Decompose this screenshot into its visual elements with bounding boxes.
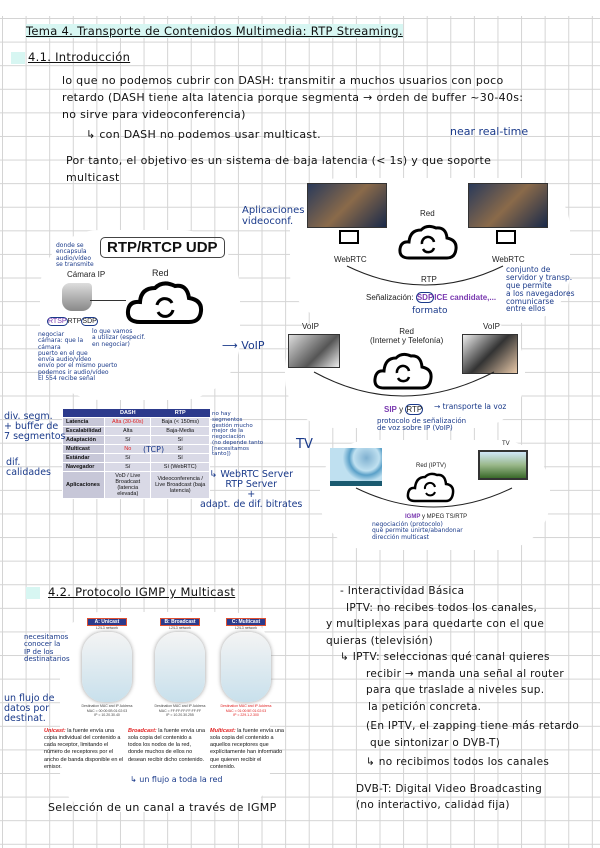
rtp-arc [346, 265, 504, 286]
cast-description: Broadcast: la fuente envía una sola copi… [128, 728, 206, 763]
formato-note: formato [412, 306, 448, 316]
voip-note: ⟶ VoIP [222, 339, 265, 352]
network-caption: L2/L3 network [169, 626, 191, 630]
videoconf-screenshot-left [307, 183, 387, 228]
cloud-sync-icon [125, 281, 204, 324]
iptv-network-label: Red (IPTV) [416, 463, 447, 469]
cast-card: B: Broadcast L2/L3 network Destination M… [147, 618, 213, 718]
line: multicast [66, 171, 120, 184]
intro-paragraph: lo que no podemos cubrir con DASH: trans… [62, 72, 523, 123]
section-title-4-1: 4.1. Introducción [28, 50, 131, 64]
tcp-note: (TCP) [143, 445, 165, 454]
cast-card: C: Multicast L2/L3 network Destination M… [213, 618, 279, 718]
rtp-udp-badge: RTP/RTCP UDP [100, 237, 225, 258]
voip-left-label: VoIP [302, 322, 319, 331]
quality-note: dif.calidades [6, 457, 51, 478]
cloud-sync-icon [406, 472, 455, 503]
voip-right-label: VoIP [483, 322, 500, 331]
line: no sirve para videoconferencia) [62, 108, 246, 121]
videoconf-screenshot-right [468, 183, 548, 228]
igmp-label: IGMP y MPEG TS/RTP [405, 514, 468, 520]
section-marker [26, 587, 40, 599]
iptv-notes: - Interactividad Básica IPTV: no recibes… [326, 585, 580, 811]
network-cloud [221, 632, 271, 702]
protocol-labels: RTSPRTPSDP [47, 317, 98, 326]
laptop-icon-left [339, 230, 359, 244]
rtp-voice-note: → transporte la voz [434, 402, 507, 411]
link-line [90, 300, 126, 301]
igmp-selection-text: Selección de un canal a través de IGMP [48, 801, 277, 814]
network-caption: L2/L3 network [235, 626, 257, 630]
network-cloud [155, 632, 205, 702]
iptv-arc [355, 487, 513, 508]
cast-card: A: Unicast L2/L3 network Destination MAC… [74, 618, 140, 718]
near-realtime-note: near real-time [450, 125, 529, 138]
ip-phone-photo [288, 334, 340, 368]
network-label: Red [152, 268, 169, 278]
cast-tag: C: Multicast [226, 618, 266, 626]
objective-paragraph: Por tanto, el objetivo es un sistema de … [66, 152, 491, 186]
webrtc-right-label: WebRTC [492, 255, 525, 264]
line: Por tanto, el objetivo es un sistema de … [66, 154, 492, 167]
line: retardo (DASH tiene alta latencia porque… [62, 91, 524, 104]
page-title: Tema 4. Transporte de Contenidos Multime… [26, 24, 403, 38]
television-image [478, 450, 528, 480]
network-label: Red [420, 209, 435, 218]
cast-tag: B: Broadcast [160, 618, 200, 626]
voip-arc [313, 371, 495, 397]
cast-description: Multicast: la fuente envía una sola copi… [210, 728, 284, 770]
line: lo que no podemos cubrir con DASH: trans… [62, 74, 504, 87]
igmp-note: negociación (protocolo)que permite unirt… [372, 521, 463, 541]
cloud-sync-icon [373, 352, 433, 390]
arrow-note: ↳ con DASH no podemos usar multicast. [86, 128, 321, 141]
cast-tag: A: Unicast [87, 618, 127, 626]
multicast-note: con DASH no podemos usar multicast. [99, 128, 321, 141]
laptop-icon-right [496, 230, 516, 244]
network-cloud [82, 632, 132, 702]
broadcast-antenna-image [330, 448, 382, 486]
sip-rtp-label: SIP y RTP [384, 404, 424, 415]
camera-diagram-bg [40, 230, 240, 400]
cast-description: Unicast: la fuente envía una copia indiv… [44, 728, 124, 770]
webrtc-left-label: WebRTC [334, 255, 367, 264]
rtp-label: RTP [421, 275, 437, 284]
desk-phone-photo [462, 334, 518, 374]
tv-note: TV [296, 437, 313, 452]
section-marker [11, 52, 25, 64]
voip-network-label: Red(Internet y Telefonía) [370, 327, 444, 345]
section-title-4-2: 4.2. Protocolo IGMP y Multicast [48, 585, 236, 599]
tv-label: TV [502, 441, 510, 447]
signaling-label: Señalización: SDPICE candidate,... [366, 292, 497, 303]
cloud-sync-icon [398, 224, 458, 260]
camera-label: Cámara IP [67, 270, 106, 279]
broadcast-flow-note: ↳ un flujo a toda la red [130, 775, 223, 784]
ip-camera-icon [62, 283, 92, 311]
network-caption: L2/L3 network [96, 626, 118, 630]
